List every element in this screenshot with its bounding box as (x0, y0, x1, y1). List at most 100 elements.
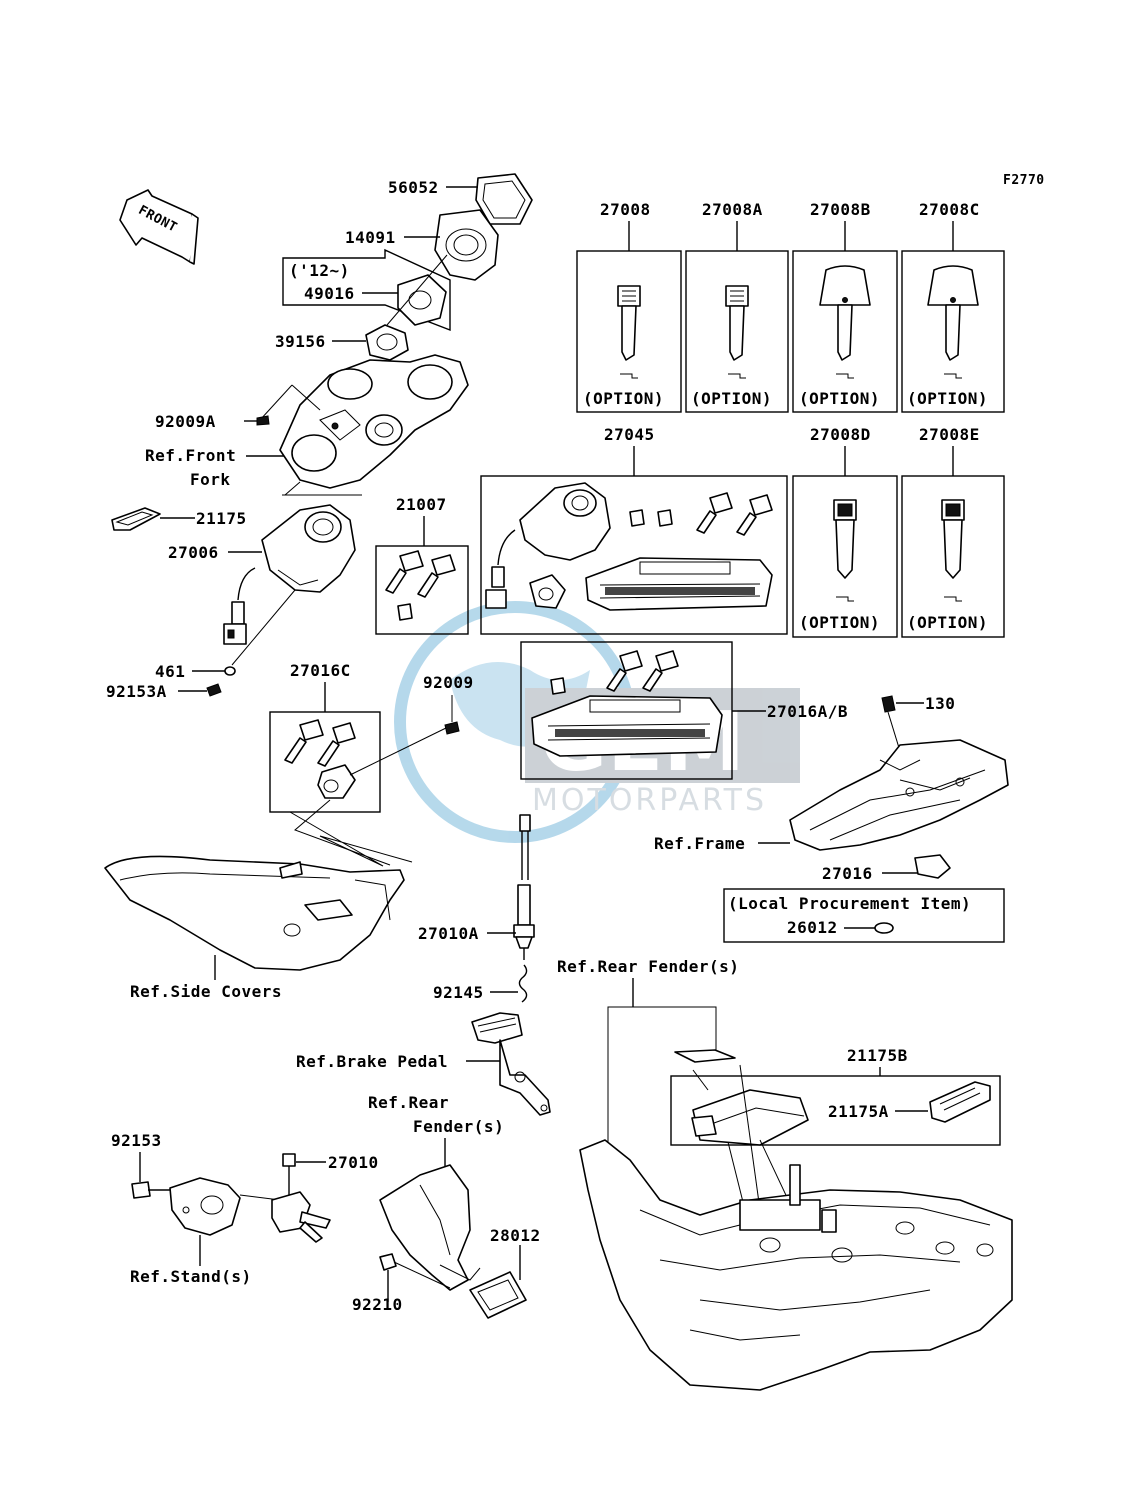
ref-rear-1: Ref.Rear (368, 1093, 449, 1112)
label-49016: 49016 (304, 284, 355, 303)
ref-rear-2: Fender(s) (413, 1117, 504, 1136)
plug-26012 (874, 922, 894, 934)
lock-cylinder-27045 (529, 574, 566, 609)
label-92009A: 92009A (155, 412, 216, 431)
key-pair-27016C (284, 719, 356, 767)
bolt-21007 (397, 603, 413, 621)
ignition-switch-27045 (485, 482, 611, 609)
bolt-130 (881, 695, 896, 713)
kit-box-27045 (480, 475, 788, 635)
label-28012: 28012 (490, 1226, 541, 1245)
washer-461 (224, 666, 236, 676)
key-option-27008B: 27008B (OPTION) (792, 200, 898, 413)
switch-27010A (513, 814, 535, 960)
option-27008C: (OPTION) (907, 389, 988, 408)
label-92145: 92145 (433, 983, 484, 1002)
bolt-27045-a (629, 509, 645, 527)
bolt-92153 (131, 1181, 151, 1199)
label-27008B: 27008B (810, 200, 871, 219)
kit-box-27016C (269, 711, 381, 813)
ref-side-covers: Ref.Side Covers (130, 982, 282, 1001)
key-option-27008C: 27008C (OPTION) (901, 200, 1005, 413)
lock-cylinder-27016C (317, 764, 356, 799)
option-27008B: (OPTION) (799, 389, 880, 408)
brake-pedal (471, 1012, 551, 1116)
bolt-27016AB (550, 677, 566, 695)
ref-rear-fender-s: Ref.Rear Fender(s) (557, 957, 739, 976)
label-27008D: 27008D (810, 425, 871, 444)
label-92153A: 92153A (106, 682, 167, 701)
label-92009: 92009 (423, 673, 474, 692)
kit-box-21175B (670, 1075, 1001, 1146)
bracket-27016 (914, 854, 951, 879)
label-92153: 92153 (111, 1131, 162, 1150)
ref-frame: Ref.Frame (654, 834, 745, 853)
key-pair-21007 (385, 550, 456, 598)
local-procurement-box (723, 888, 1005, 943)
holder-21175B (674, 1049, 736, 1063)
label-27008E: 27008E (919, 425, 980, 444)
label-461: 461 (155, 662, 185, 681)
label-27008: 27008 (600, 200, 651, 219)
year-note: ('12~) (289, 261, 350, 280)
key-option-27008E: 27008E (OPTION) (901, 425, 1005, 638)
label-21175B: 21175B (847, 1046, 908, 1065)
key-option-27008A: 27008A (OPTION) (685, 200, 789, 413)
rear-fender-small (379, 1164, 481, 1291)
option-27008D: (OPTION) (799, 613, 880, 632)
transponder-21175 (111, 507, 161, 531)
label-27008A: 27008A (702, 200, 763, 219)
label-27010A: 27010A (418, 924, 479, 943)
key-option-27008: 27008 (OPTION) (576, 200, 682, 413)
label-27006: 27006 (168, 543, 219, 562)
stand-bracket (169, 1177, 241, 1236)
screw-92153A (206, 683, 222, 697)
bolt-27045-b (657, 509, 673, 527)
watermark-text: MOTORPARTS (532, 783, 767, 818)
label-39156: 39156 (275, 332, 326, 351)
cover-14091 (434, 209, 499, 281)
label-14091: 14091 (345, 228, 396, 247)
label-92210: 92210 (352, 1295, 403, 1314)
side-cover (104, 855, 405, 971)
switch-27010 (271, 1153, 331, 1243)
ref-front-fork-2: Fork (190, 470, 231, 489)
option-27008: (OPTION) (583, 389, 664, 408)
ecu-27016AB (531, 695, 723, 757)
option-27008A: (OPTION) (691, 389, 772, 408)
label-56052: 56052 (388, 178, 439, 197)
label-27016: 27016 (822, 864, 873, 883)
screw-92009 (444, 721, 460, 735)
kit-box-21007 (375, 545, 469, 635)
label-21175: 21175 (196, 509, 247, 528)
rear-fender-large (579, 1139, 1013, 1391)
ref-brake-pedal: Ref.Brake Pedal (296, 1052, 448, 1071)
key-pair-27045 (696, 492, 773, 536)
ring-49016 (397, 274, 447, 326)
key-pair-27016AB (606, 650, 679, 692)
ecu-27045 (585, 557, 773, 611)
label-26012: 26012 (787, 918, 838, 937)
label-27016AB: 27016A/B (767, 702, 848, 721)
label-130: 130 (925, 694, 955, 713)
screw-92009A (256, 415, 270, 426)
spring-92145 (518, 964, 528, 1003)
option-27008E: (OPTION) (907, 613, 988, 632)
local-procurement-label: (Local Procurement Item) (728, 894, 971, 913)
key-option-27008D: 27008D (OPTION) (792, 425, 898, 638)
ref-stands: Ref.Stand(s) (130, 1267, 252, 1286)
figure-code: F2770 (1003, 173, 1045, 188)
label-21007: 21007 (396, 495, 447, 514)
handlebar-panel (279, 354, 469, 489)
label-27010: 27010 (328, 1153, 379, 1172)
ignition-switch-27006 (223, 504, 356, 645)
label-21175A: 21175A (828, 1102, 889, 1121)
nut-92210 (379, 1253, 397, 1271)
ecu-21175B (691, 1089, 809, 1146)
front-arrow-icon: FRONT (119, 189, 199, 265)
label-27016C: 27016C (290, 661, 351, 680)
ring-39156 (365, 324, 409, 361)
plate-28012 (469, 1271, 527, 1319)
label-27008C: 27008C (919, 200, 980, 219)
